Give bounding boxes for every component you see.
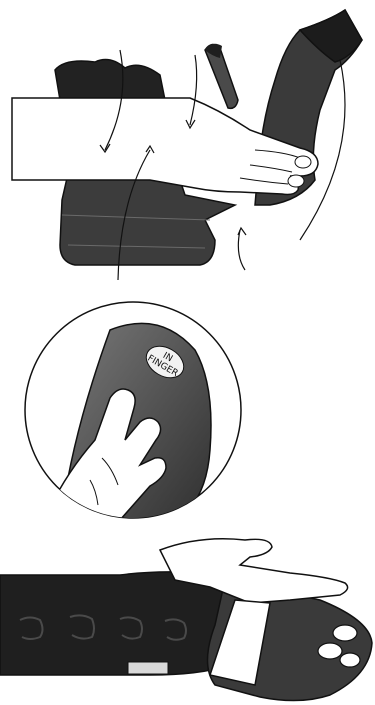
- fingertip-2: [318, 643, 342, 659]
- brace-fitted-illustration: [0, 525, 375, 705]
- step-1-illustration: [0, 0, 375, 300]
- top-strap-pads: [55, 60, 165, 100]
- brace-wrap-illustration: [0, 0, 375, 300]
- finger-slot-detail: IN FINGER: [0, 290, 375, 520]
- step-2-illustration: IN FINGER: [0, 290, 375, 520]
- step-3-illustration: [0, 525, 375, 705]
- sleeve-label-tab: [128, 662, 168, 674]
- fingertip-1: [333, 625, 357, 641]
- finger-tab: [205, 44, 238, 108]
- fingertip-3: [340, 653, 360, 667]
